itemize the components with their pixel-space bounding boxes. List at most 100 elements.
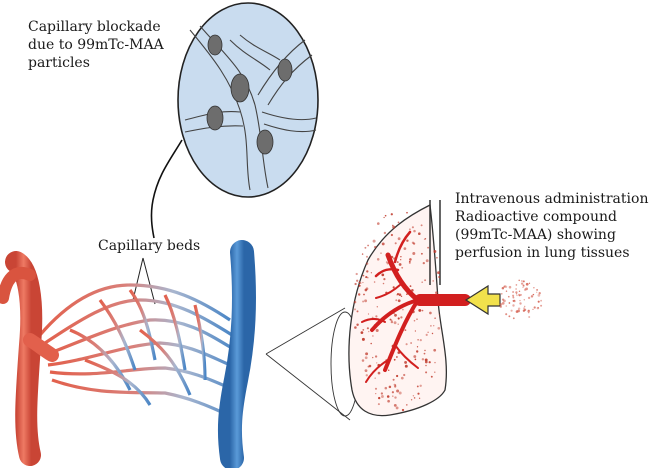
perfusion-dot (367, 313, 370, 315)
spray-dot (532, 293, 535, 296)
spray-dot (518, 290, 521, 293)
perfusion-dot (362, 274, 365, 277)
intravenous-line-4: perfusion in lung tissues (455, 245, 630, 261)
spray-dot (505, 290, 508, 292)
spray-dot (508, 285, 512, 289)
perfusion-dot (409, 285, 412, 287)
perfusion-dot (372, 335, 374, 337)
perfusion-dot (376, 258, 380, 261)
perfusion-dot (424, 238, 427, 240)
spray-dot (521, 280, 523, 282)
perfusion-dot (425, 371, 428, 374)
spray-dot (532, 308, 534, 311)
perfusion-dot (401, 408, 405, 412)
perfusion-dot (412, 395, 415, 397)
perfusion-dot (409, 258, 412, 261)
spray-dot (527, 310, 530, 313)
perfusion-dot (421, 358, 425, 361)
perfusion-dot (405, 404, 408, 406)
perfusion-dot (394, 396, 397, 399)
spray-dot (536, 288, 539, 291)
spray-dot (512, 317, 515, 320)
perfusion-dot (371, 316, 374, 319)
perfusion-dot (380, 395, 384, 398)
spray-dot (501, 302, 505, 305)
perfusion-dot (437, 271, 440, 275)
perfusion-dot (354, 326, 357, 329)
perfusion-dot (414, 358, 417, 361)
perfusion-dot (401, 266, 404, 269)
perfusion-dot (388, 385, 392, 389)
perfusion-dot (424, 279, 427, 282)
perfusion-dot (394, 313, 397, 317)
perfusion-dot (413, 397, 416, 399)
perfusion-dot (433, 348, 437, 352)
perfusion-dot (382, 282, 385, 285)
spray-dot (505, 305, 508, 307)
perfusion-dot (390, 233, 394, 237)
perfusion-dot (438, 276, 441, 278)
perfusion-dot (361, 359, 365, 362)
spray-dot (502, 288, 504, 290)
spray-dot (540, 304, 543, 307)
spray-dot (501, 293, 503, 295)
perfusion-dot (375, 329, 379, 332)
perfusion-dot (360, 331, 364, 334)
perfusion-dot (400, 295, 403, 298)
perfusion-dot (353, 308, 357, 311)
perfusion-dot (380, 252, 382, 254)
perfusion-dot (411, 241, 415, 245)
spray-dot (505, 313, 508, 316)
perfusion-dot (381, 242, 385, 246)
perfusion-dot (396, 356, 398, 358)
intravenous-label: Intravenous administration Radioactive c… (455, 190, 648, 262)
perfusion-dot (395, 374, 399, 378)
perfusion-dot (375, 315, 378, 318)
spray-dot (519, 302, 522, 305)
spray-dot (510, 309, 513, 312)
perfusion-dot (374, 387, 378, 390)
spray-dot (537, 294, 541, 297)
perfusion-dot (395, 299, 398, 302)
spray-dot (512, 304, 515, 307)
perfusion-dot (392, 286, 395, 289)
perfusion-dot (419, 339, 422, 342)
intravenous-line-2: Radioactive compound (455, 209, 617, 225)
perfusion-dot (355, 272, 358, 276)
perfusion-dot (400, 259, 402, 261)
spray-dot (530, 295, 534, 298)
perfusion-dot (396, 261, 399, 264)
perfusion-dot (365, 255, 369, 258)
capillary-blockade-line-1: Capillary blockade (28, 19, 161, 35)
perfusion-dot (374, 355, 378, 358)
perfusion-dot (410, 342, 412, 344)
perfusion-dot (361, 337, 365, 341)
perfusion-dot (394, 385, 397, 388)
perfusion-dot (358, 281, 361, 284)
lung-illustration (348, 200, 543, 417)
perfusion-dot (430, 325, 432, 327)
perfusion-dot (427, 331, 429, 333)
perfusion-dot (402, 308, 404, 311)
spray-dot (515, 291, 518, 294)
spray-dot (523, 307, 526, 310)
perfusion-dot (397, 323, 399, 325)
spray-dot (528, 316, 531, 318)
spray-dot (523, 299, 525, 301)
perfusion-dot (424, 360, 428, 364)
perfusion-dot (427, 246, 430, 249)
spray-dot (533, 306, 536, 309)
perfusion-dot (376, 362, 378, 364)
perfusion-dot (406, 211, 408, 214)
perfusion-dot (403, 373, 406, 377)
spray-dot (524, 305, 526, 308)
spray-dot (528, 282, 531, 284)
spray-dot (508, 315, 511, 318)
perfusion-dot (394, 384, 397, 386)
perfusion-dot (421, 281, 424, 284)
perfusion-dot (377, 371, 381, 375)
perfusion-dot (423, 352, 426, 355)
perfusion-dot (413, 229, 416, 233)
perfusion-dot (434, 317, 436, 320)
perfusion-dot (373, 281, 376, 283)
